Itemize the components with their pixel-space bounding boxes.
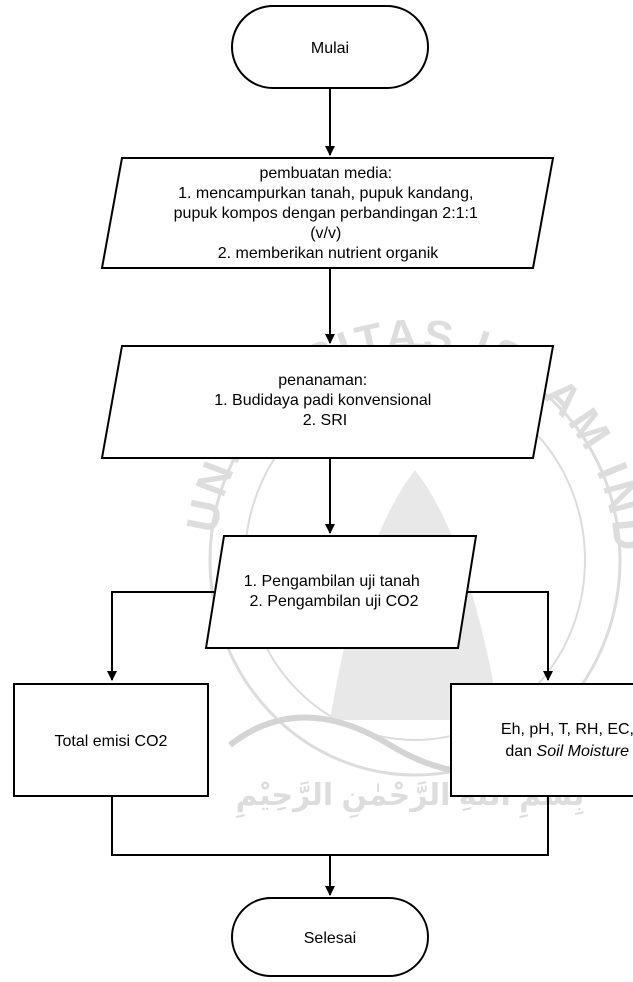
end-label: Selesai <box>304 930 356 947</box>
start-label: Mulai <box>311 40 349 57</box>
planting-line-3: 2. SRI <box>303 412 347 429</box>
arrow-sampling-to-parameters <box>467 591 553 681</box>
media-node: pembuatan media: 1. mencampurkan tanah, … <box>100 157 555 269</box>
total-emission-label: Total emisi CO2 <box>55 733 168 750</box>
parameters-line-2: dan Soil Moisture <box>505 743 629 760</box>
parameters-node: Eh, pH, T, RH, EC, dan Soil Moisture <box>450 683 633 797</box>
planting-text: penanaman: 1. Budidaya padi konvensional… <box>214 372 436 429</box>
sampling-node: 1. Pengambilan uji tanah 2. Pengambilan … <box>204 535 478 649</box>
sampling-text: 1. Pengambilan uji tanah 2. Pengambilan … <box>244 573 425 610</box>
media-line-3: pupuk kompos dengan perbandingan 2:1:1 <box>174 205 478 222</box>
sampling-line-2: 2. Pengambilan uji CO2 <box>250 593 419 610</box>
sampling-line-1: 1. Pengambilan uji tanah <box>244 573 420 590</box>
media-text: pembuatan media: 1. mencampurkan tanah, … <box>174 165 483 262</box>
planting-line-1: penanaman: <box>278 372 367 389</box>
media-line-2: 1. mencampurkan tanah, pupuk kandang, <box>178 185 473 202</box>
total-emission-node: Total emisi CO2 <box>13 683 209 797</box>
parameters-line-2-italic: Soil Moisture <box>537 743 630 760</box>
media-line-5: 2. memberikan nutrient organik <box>218 245 440 262</box>
end-node: Selesai <box>231 897 429 977</box>
arrow-sampling-to-total-emission <box>107 591 214 681</box>
parameters-line-1: Eh, pH, T, RH, EC, <box>501 721 633 738</box>
planting-node: penanaman: 1. Budidaya padi konvensional… <box>100 345 555 459</box>
media-line-1: pembuatan media: <box>260 165 393 182</box>
planting-line-2: 1. Budidaya padi konvensional <box>214 392 431 409</box>
start-node: Mulai <box>231 5 429 89</box>
media-line-4: (v/v) <box>310 225 341 242</box>
parameters-line-2-prefix: dan <box>505 743 536 760</box>
